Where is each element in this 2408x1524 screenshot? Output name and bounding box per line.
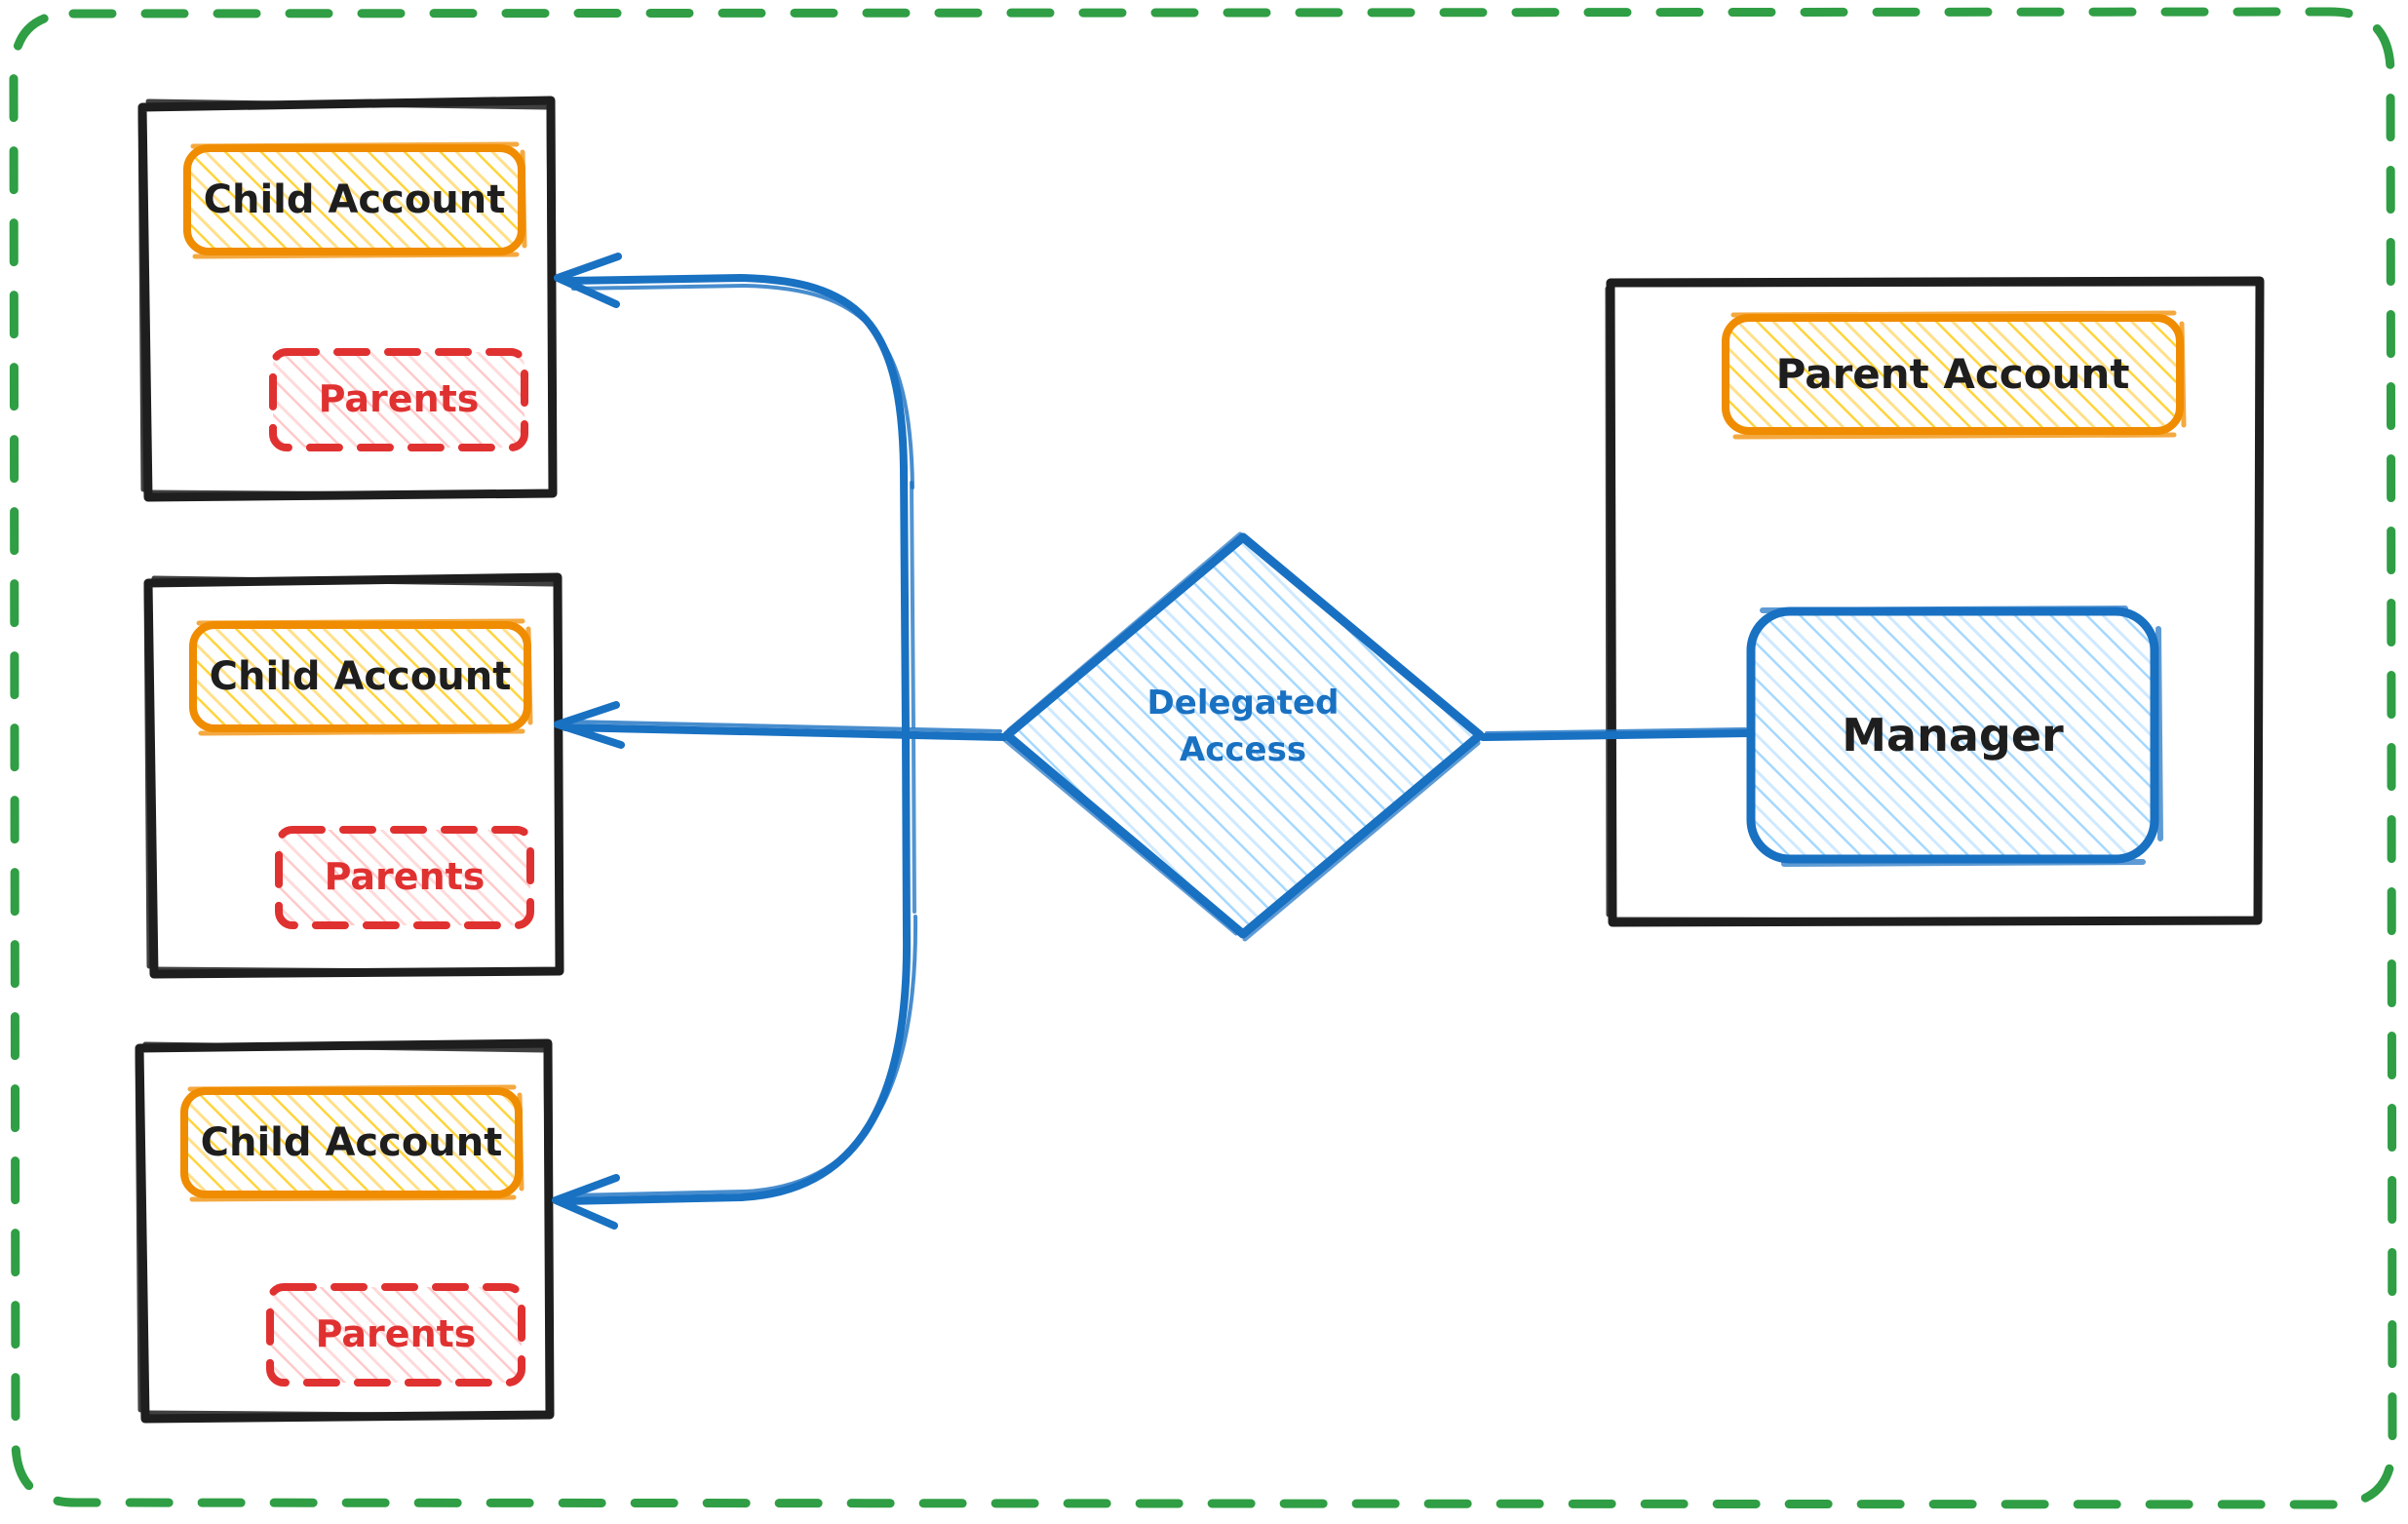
parents-chip-1[interactable]	[269, 348, 528, 451]
child-account-chip-2[interactable]	[189, 618, 533, 736]
connector-branch-trunk	[900, 464, 916, 940]
child-account-panel-3[interactable]	[135, 1038, 555, 1424]
parents-chip-3[interactable]	[266, 1283, 525, 1387]
connector-delegated-to-child-3	[552, 915, 918, 1230]
parent-account-chip[interactable]	[1722, 310, 2187, 440]
manager-chip[interactable]	[1746, 606, 2163, 867]
child-account-panel-1[interactable]	[137, 96, 558, 502]
connector-delegated-to-child-1	[554, 253, 914, 489]
child-account-chip-3[interactable]	[180, 1084, 524, 1202]
parents-chip-2[interactable]	[275, 826, 534, 929]
child-account-chip-1[interactable]	[183, 141, 527, 259]
child-account-panel-2[interactable]	[143, 572, 564, 979]
organization-boundary	[9, 7, 2397, 1509]
parent-account-panel[interactable]	[1605, 276, 2265, 927]
delegated-access-node[interactable]	[1000, 531, 1486, 942]
connector-delegated-to-child-2	[554, 701, 1008, 749]
connector-manager-to-delegated	[1479, 727, 1755, 741]
